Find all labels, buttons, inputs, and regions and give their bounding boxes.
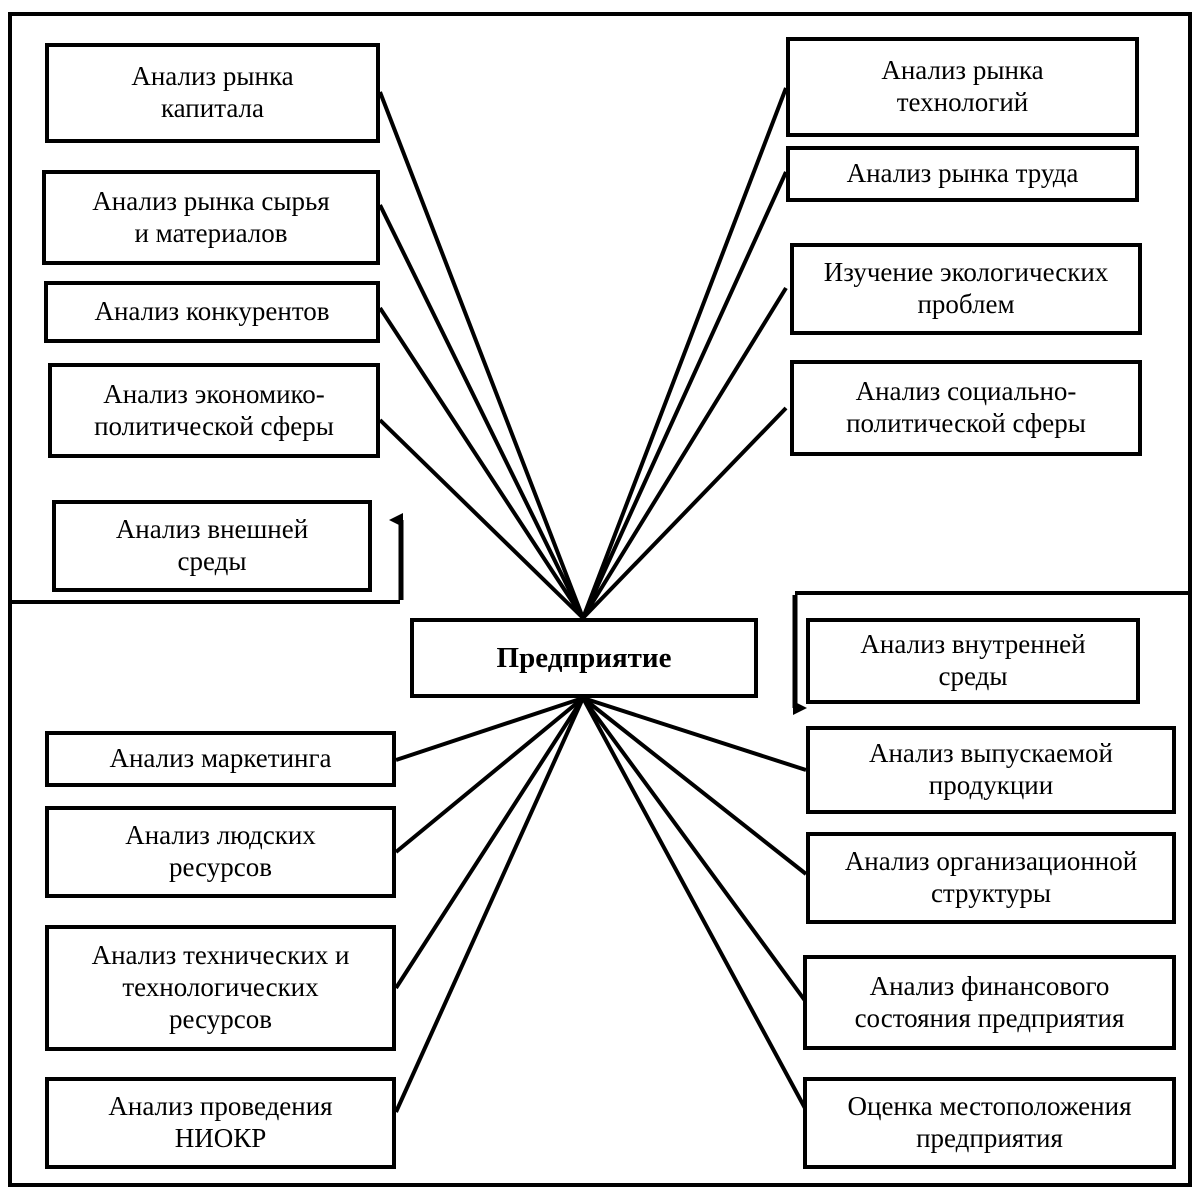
node-financial-state[interactable]: Анализ финансового состояния предприятия <box>803 955 1176 1050</box>
node-labor-market[interactable]: Анализ рынка труда <box>786 146 1139 202</box>
node-label: Анализ людских ресурсов <box>125 820 316 882</box>
node-label: Анализ технических и технологических рес… <box>91 940 350 1034</box>
node-label: Изучение экологических проблем <box>823 257 1109 319</box>
node-label: Анализ финансового состояния предприятия <box>854 970 1125 1033</box>
node-human-resources[interactable]: Анализ людских ресурсов <box>45 806 396 898</box>
node-label: Анализ экономико- политической сферы <box>94 378 334 441</box>
node-raw-materials-market[interactable]: Анализ рынка сырья и материалов <box>42 170 380 265</box>
node-location-assessment[interactable]: Оценка местоположения предприятия <box>803 1077 1176 1169</box>
node-label: Анализ проведения НИОКР <box>108 1091 333 1153</box>
node-economic-political[interactable]: Анализ экономико- политической сферы <box>48 363 380 458</box>
node-enterprise[interactable]: Предприятие <box>410 618 758 698</box>
node-external-environment[interactable]: Анализ внешней среды <box>52 500 372 592</box>
edges-internal-right <box>581 696 808 1111</box>
node-capital-market[interactable]: Анализ рынка капитала <box>45 43 380 143</box>
edges-external-right <box>581 87 788 620</box>
node-label: Анализ выпускаемой продукции <box>868 738 1114 800</box>
node-label: Анализ организационной структуры <box>844 846 1138 908</box>
node-technical-resources[interactable]: Анализ технических и технологических рес… <box>45 925 396 1051</box>
node-organizational-structure[interactable]: Анализ организационной структуры <box>806 832 1176 924</box>
node-label: Анализ внутренней среды <box>860 629 1086 691</box>
node-label: Анализ рынка технологий <box>881 55 1044 117</box>
node-marketing-analysis[interactable]: Анализ маркетинга <box>45 731 396 787</box>
node-label: Анализ конкурентов <box>94 296 330 327</box>
node-social-political[interactable]: Анализ социально- политической сферы <box>790 360 1142 456</box>
node-technology-market[interactable]: Анализ рынка технологий <box>786 37 1139 137</box>
node-label: Предприятие <box>496 641 672 674</box>
node-label: Анализ рынка капитала <box>131 61 294 123</box>
node-label: Оценка местоположения предприятия <box>847 1091 1132 1153</box>
node-label: Анализ рынка труда <box>846 158 1079 189</box>
node-output-products[interactable]: Анализ выпускаемой продукции <box>806 726 1176 814</box>
node-label: Анализ рынка сырья и материалов <box>92 185 330 248</box>
node-internal-environment[interactable]: Анализ внутренней среды <box>806 618 1140 704</box>
node-label: Анализ маркетинга <box>109 743 332 774</box>
node-label: Анализ социально- политической сферы <box>846 376 1086 438</box>
edges-external-left <box>378 91 585 620</box>
node-ecological-problems[interactable]: Изучение экологических проблем <box>790 243 1142 335</box>
edges-internal-left <box>394 696 585 1113</box>
node-rnd-analysis[interactable]: Анализ проведения НИОКР <box>45 1077 396 1169</box>
node-competitors[interactable]: Анализ конкурентов <box>44 281 380 343</box>
node-label: Анализ внешней среды <box>115 514 309 576</box>
